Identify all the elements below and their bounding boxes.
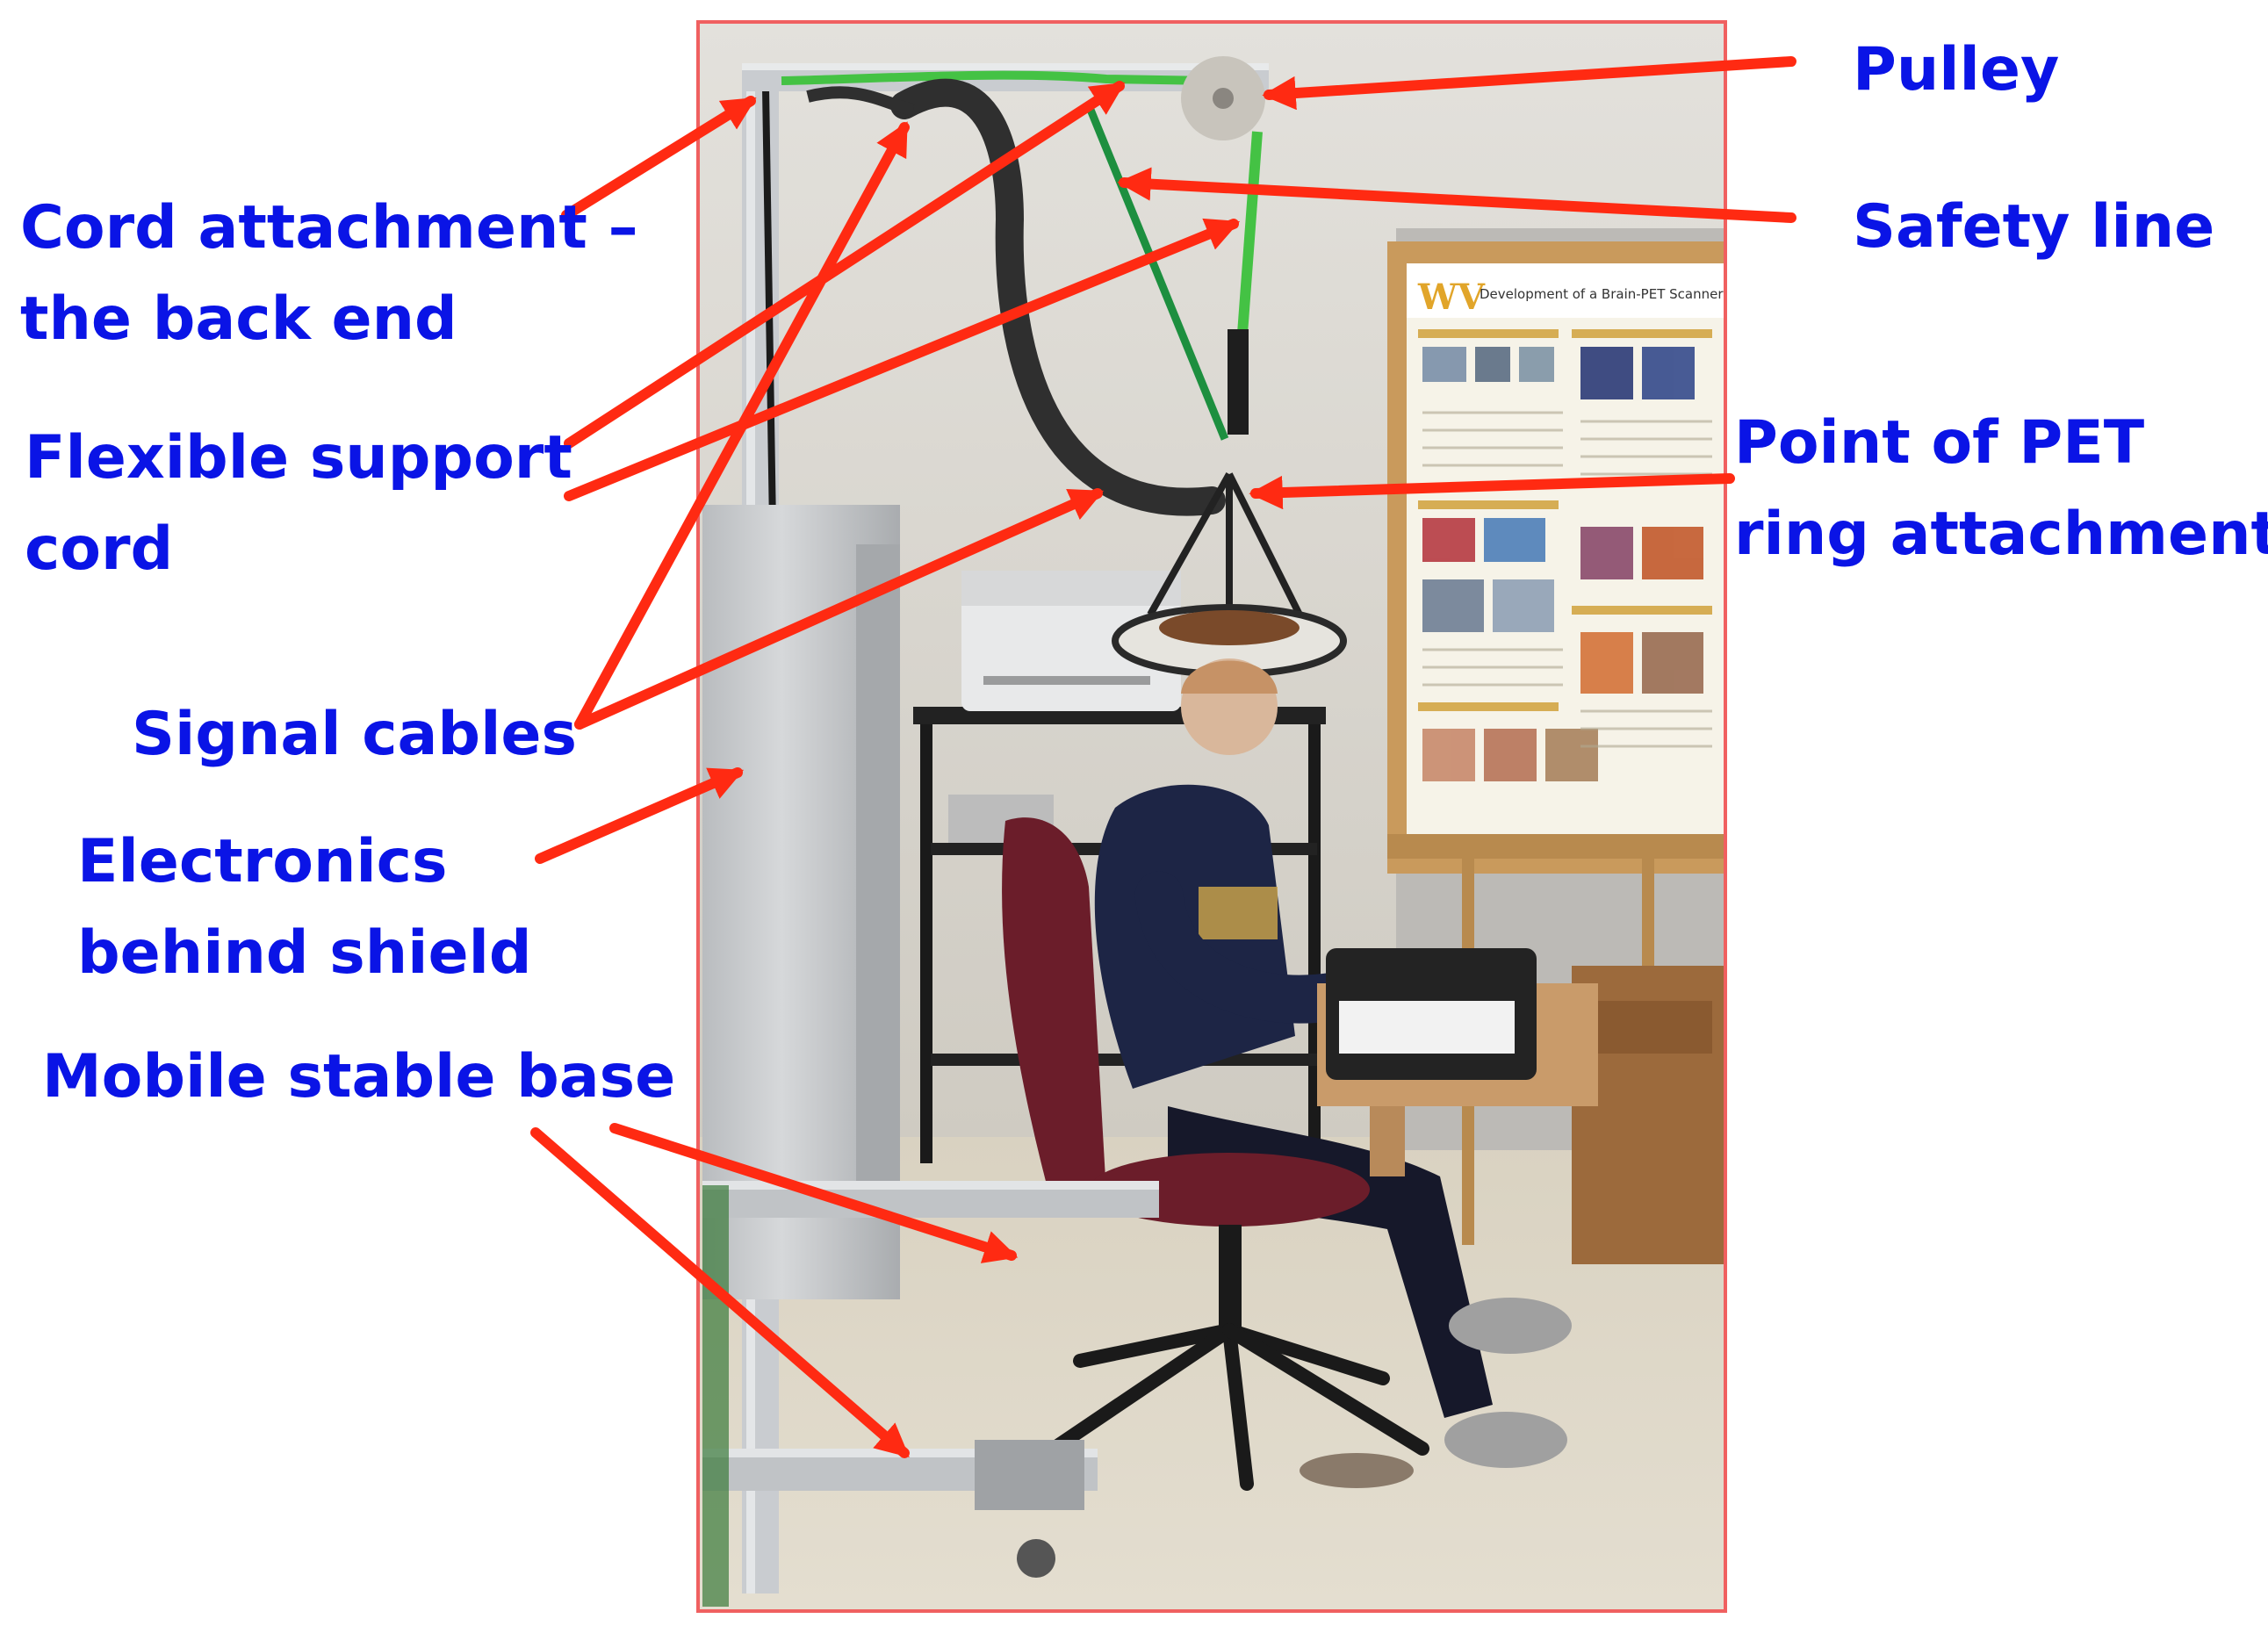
support-cord	[890, 78, 1226, 516]
arrow-point-of-pet	[1249, 473, 1735, 510]
label-point-of-pet-line2: ring attachment	[1734, 500, 2268, 569]
label-signal-cables: Signal cables	[132, 689, 577, 781]
arm	[1134, 871, 1359, 1024]
arrow-pulley	[1262, 56, 1796, 111]
label-cord-attachment-line1: Cord attachment –	[20, 193, 638, 263]
green-cable	[781, 70, 1213, 85]
label-safety-line-text: Safety line	[1853, 192, 2215, 262]
label-electronics-line1: Electronics	[77, 827, 448, 896]
label-safety-line: Safety line	[1853, 182, 2214, 273]
label-flexible-support-line1: Flexible support	[25, 423, 572, 493]
keyboard-table	[1300, 948, 1598, 1488]
poster-easel: WV Development of a Brain-PET Scanner	[1387, 241, 1725, 1245]
label-signal-cables-text: Signal cables	[132, 700, 578, 769]
label-point-of-pet-line1: Point of PET	[1734, 408, 2145, 478]
poster-title: Development of a Brain-PET Scanner	[1480, 286, 1724, 302]
callout-arrows	[530, 56, 1796, 1458]
label-mobile-base-text: Mobile stable base	[42, 1042, 676, 1111]
arrow-signal-cables-2	[574, 488, 1105, 730]
label-cord-attachment: Cord attachment – the back end	[20, 183, 638, 365]
arrow-mobile-base-1	[609, 1123, 1019, 1263]
label-electronics-line2: behind shield	[77, 918, 532, 988]
poster-logo: WV	[1417, 277, 1486, 318]
label-mobile-base: Mobile stable base	[42, 1032, 675, 1123]
arrow-flexible-support-2	[564, 218, 1241, 501]
arrow-safety-line	[1117, 167, 1796, 223]
arrow-cord-attachment	[561, 96, 757, 220]
label-pulley-text: Pulley	[1853, 35, 2060, 104]
label-flexible-support-line2: cord	[25, 514, 174, 584]
label-cord-attachment-line2: the back end	[20, 284, 457, 354]
arrow-electronics	[535, 767, 745, 864]
arrow-mobile-base-2	[530, 1127, 910, 1458]
label-electronics: Electronics behind shield	[77, 816, 532, 999]
photo: WV Development of a Brain-PET Scanner	[696, 20, 1727, 1613]
safety-line-rope	[1084, 104, 1229, 441]
label-point-of-pet: Point of PET ring attachment	[1734, 398, 2268, 580]
arrow-signal-cables-1	[574, 121, 910, 730]
label-pulley: Pulley	[1853, 25, 2059, 116]
arrow-flexible-support-1	[564, 81, 1126, 449]
label-flexible-support: Flexible support cord	[25, 413, 572, 595]
pet-ring	[1112, 472, 1347, 678]
photo-border	[696, 20, 1727, 1613]
